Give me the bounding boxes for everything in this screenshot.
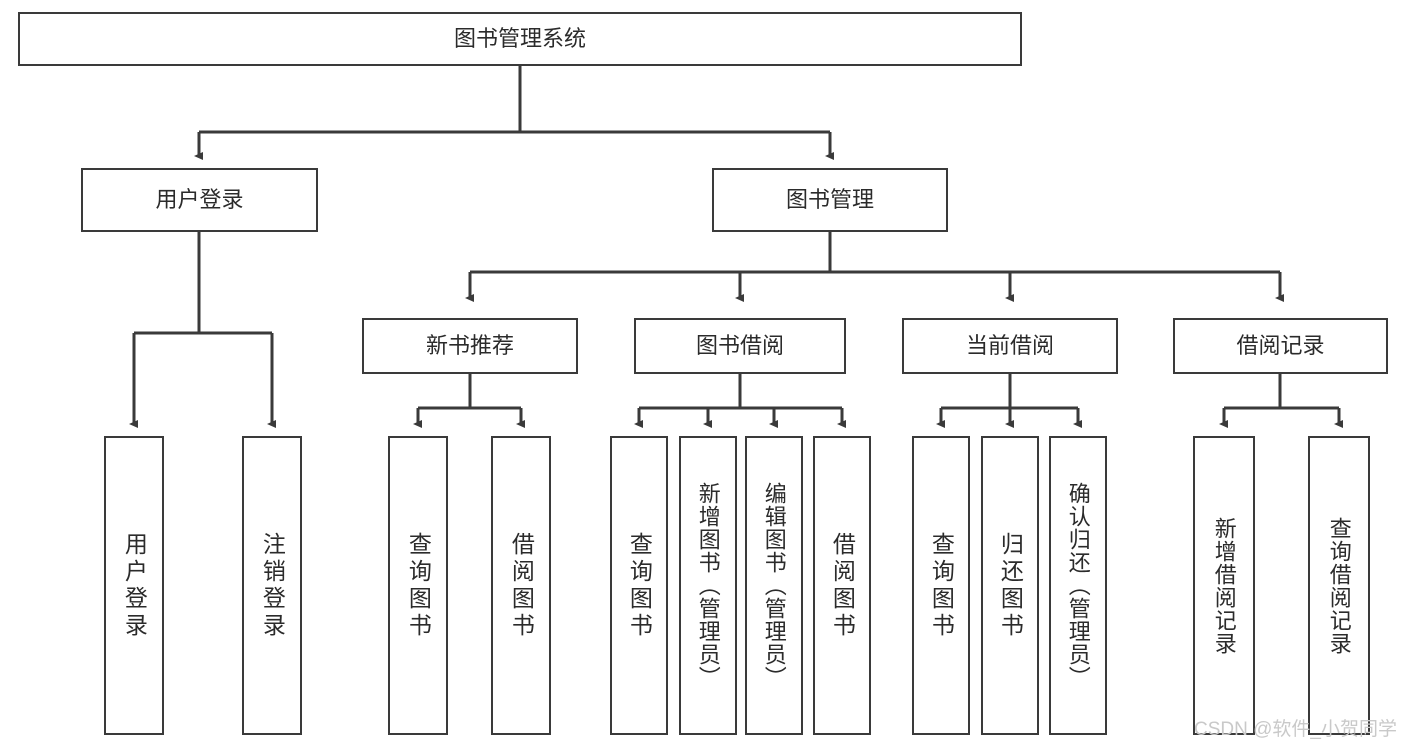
leaf-user-login-signout-label: 注销登录 — [259, 531, 286, 640]
node-borrow-record[interactable]: 借阅记录 — [1173, 318, 1388, 374]
node-root[interactable]: 图书管理系统 — [18, 12, 1022, 66]
node-current-borrow-label: 当前借阅 — [965, 332, 1054, 358]
leaf-user-login-signin-label: 用户登录 — [121, 531, 148, 640]
leaf-borrow-add-book-label: 新增图书（管理员） — [695, 482, 721, 689]
leaf-recommend-query-book-label: 查询图书 — [405, 531, 432, 640]
node-book-management-label: 图书管理 — [785, 186, 874, 212]
leaf-recommend-query-book[interactable]: 查询图书 — [388, 436, 448, 735]
node-root-label: 图书管理系统 — [453, 25, 586, 51]
node-user-login-label: 用户登录 — [155, 186, 244, 212]
leaf-current-return-book[interactable]: 归还图书 — [981, 436, 1039, 735]
leaf-current-confirm-return[interactable]: 确认归还（管理员） — [1049, 436, 1107, 735]
leaf-borrow-edit-book-label: 编辑图书（管理员） — [761, 482, 787, 689]
leaf-borrow-query-book-label: 查询图书 — [626, 531, 653, 640]
leaf-current-query-book[interactable]: 查询图书 — [912, 436, 970, 735]
leaf-record-query-record-label: 查询借阅记录 — [1326, 516, 1352, 655]
node-book-borrow-label: 图书借阅 — [695, 332, 784, 358]
leaf-recommend-borrow-book-label: 借阅图书 — [508, 531, 535, 640]
leaf-borrow-add-book[interactable]: 新增图书（管理员） — [679, 436, 737, 735]
leaf-current-return-book-label: 归还图书 — [997, 531, 1024, 640]
leaf-current-confirm-return-label: 确认归还（管理员） — [1065, 482, 1091, 689]
leaf-recommend-borrow-book[interactable]: 借阅图书 — [491, 436, 551, 735]
leaf-user-login-signout[interactable]: 注销登录 — [242, 436, 302, 735]
leaf-borrow-borrow-book-label: 借阅图书 — [829, 531, 856, 640]
node-book-borrow[interactable]: 图书借阅 — [634, 318, 846, 374]
node-user-login[interactable]: 用户登录 — [81, 168, 318, 232]
leaf-record-add-record-label: 新增借阅记录 — [1211, 516, 1237, 655]
leaf-record-add-record[interactable]: 新增借阅记录 — [1193, 436, 1255, 735]
leaf-borrow-edit-book[interactable]: 编辑图书（管理员） — [745, 436, 803, 735]
node-new-book-recommend-label: 新书推荐 — [425, 332, 514, 358]
node-book-management[interactable]: 图书管理 — [712, 168, 948, 232]
node-current-borrow[interactable]: 当前借阅 — [902, 318, 1118, 374]
leaf-current-query-book-label: 查询图书 — [928, 531, 955, 640]
node-borrow-record-label: 借阅记录 — [1236, 332, 1325, 358]
leaf-record-query-record[interactable]: 查询借阅记录 — [1308, 436, 1370, 735]
node-new-book-recommend[interactable]: 新书推荐 — [362, 318, 578, 374]
leaf-borrow-query-book[interactable]: 查询图书 — [610, 436, 668, 735]
watermark-text: CSDN @软件_小贺同学 — [1194, 719, 1397, 740]
leaf-borrow-borrow-book[interactable]: 借阅图书 — [813, 436, 871, 735]
leaf-user-login-signin[interactable]: 用户登录 — [104, 436, 164, 735]
